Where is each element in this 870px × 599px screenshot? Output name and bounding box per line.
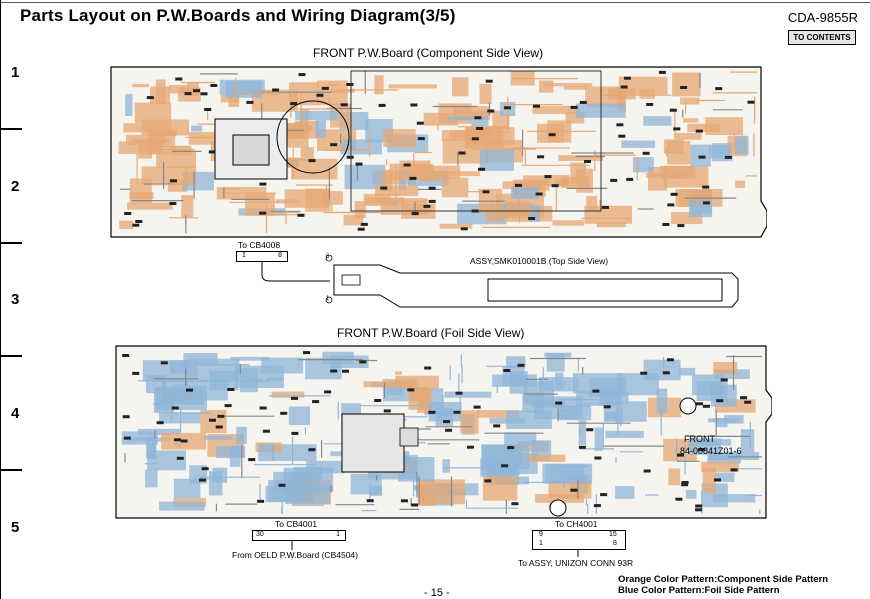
ch4001-lead [577,549,579,557]
cb4008-pin-right: 8 [278,252,282,259]
row-divider [0,355,22,357]
row-divider [0,128,22,130]
top-board-caption: FRONT P.W.Board (Component Side View) [313,46,544,60]
row-number-5: 5 [11,519,20,536]
page-title: Parts Layout on P.W.Boards and Wiring Di… [20,6,456,25]
ribbon-pin-bottom: 1 [326,296,330,302]
ch4001-pin-8: 8 [613,540,617,547]
cb4001-pin-right: 1 [336,531,340,538]
model-number: CDA-9855R [787,10,858,25]
assy-label: ASSY,SMK010001B (Top Side View) [470,256,609,266]
legend-blue: Blue Color Pattern:Foil Side Pattern [618,585,780,596]
top-rule [0,2,870,3]
row-divider [0,242,22,244]
ribbon-cable [261,255,739,308]
cb4008-pin-left: 1 [242,252,246,259]
from-oeld-label: From OELD P.W.Board (CB4504) [232,550,358,560]
silk-code-label: 84-00841Z01-6 [680,446,742,456]
to-cb4001-label: To CB4001 [275,519,318,529]
to-assy-unizon-label: To ASSY, UNIZON CONN 93R [518,558,634,568]
row-divider [0,469,22,471]
to-contents-button[interactable]: TO CONTENTS [788,30,856,45]
ch4001-pin-15: 15 [609,531,617,538]
row-number-4: 4 [11,405,20,422]
ch4001-connector: 9 15 1 8 [532,530,626,550]
cb4001-pin-left: 30 [256,531,264,538]
legend-orange: Orange Color Pattern:Component Side Patt… [618,574,829,585]
bottom-board-caption: FRONT P.W.Board (Foil Side View) [337,326,525,340]
front-board-foil-side [115,345,772,519]
cb4001-lead [291,540,293,550]
row-number-3: 3 [11,291,20,308]
to-ch4001-label: To CH4001 [555,519,598,529]
row-number-2: 2 [11,178,20,195]
ribbon-pin-top: 8 [326,254,330,260]
ch4001-pin-1: 1 [539,540,543,547]
to-cb4008-label: To CB4008 [238,240,281,250]
front-board-component-side [110,66,767,238]
ch4001-pin-9: 9 [539,531,543,538]
row-number-1: 1 [11,64,20,81]
left-border [0,0,1,599]
page-number: - 15 - [424,587,450,599]
cb4001-connector: 30 1 [252,530,346,541]
silk-front-label: FRONT [684,434,715,444]
